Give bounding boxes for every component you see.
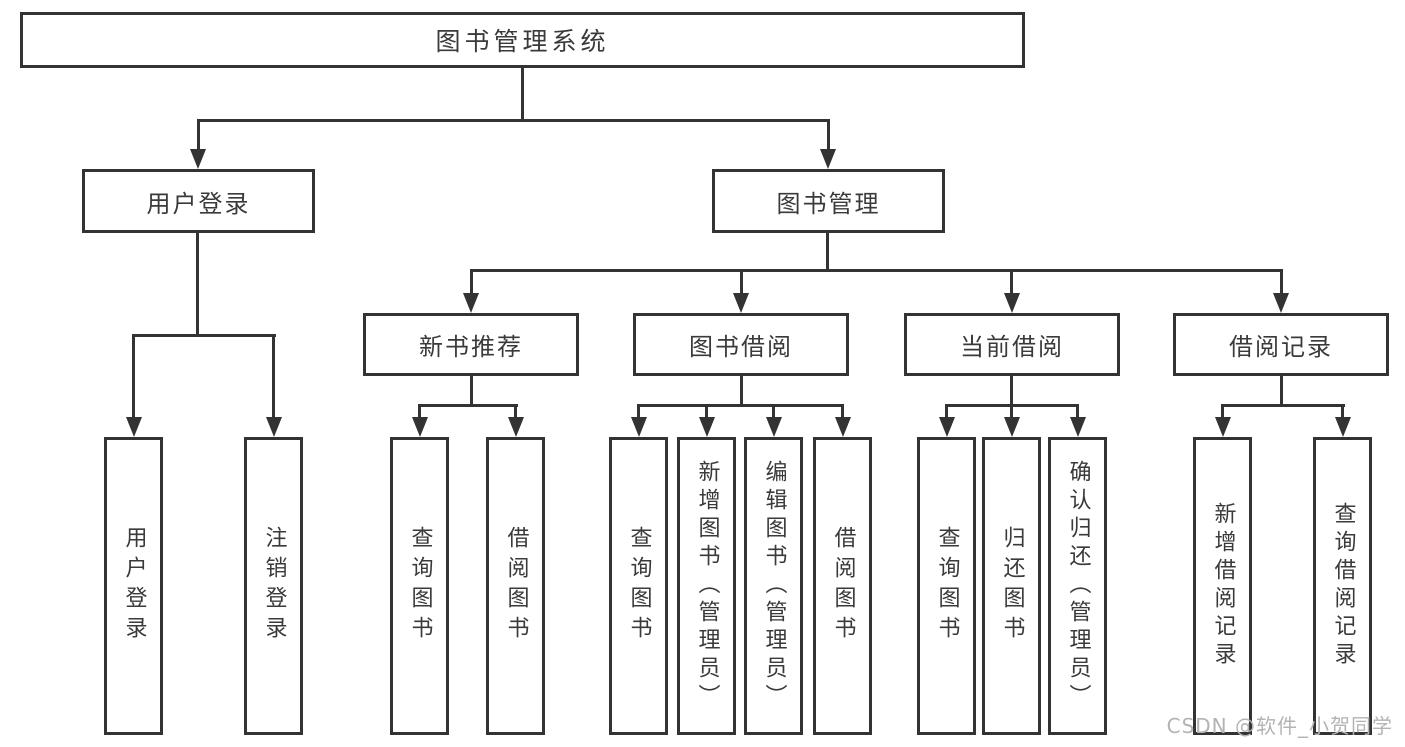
node-new-book-recommend: 新书推荐: [363, 313, 579, 376]
connector-line: [132, 334, 135, 419]
connector-line: [1221, 404, 1224, 418]
connector-line: [841, 404, 844, 418]
connector-line: [637, 404, 844, 407]
arrow-head: [1335, 417, 1351, 437]
leaf-user-login: 用户登录: [104, 437, 163, 735]
node-borrow-records: 借阅记录: [1173, 313, 1389, 376]
leaf-current-confirm-return-admin: 确认归还（管理员）: [1048, 437, 1107, 735]
connector-line: [1341, 404, 1344, 418]
node-user-login: 用户登录: [82, 169, 315, 233]
leaf-records-query-record: 查询借阅记录: [1313, 437, 1372, 735]
arrow-head: [1070, 417, 1086, 437]
connector-line: [772, 404, 775, 418]
arrow-head: [508, 417, 524, 437]
arrow-head: [733, 293, 749, 313]
node-book-borrow: 图书借阅: [633, 313, 849, 376]
leaf-borrow-query-books: 查询图书: [609, 437, 668, 735]
arrow-head: [190, 149, 206, 169]
watermark-text: CSDN @软件_小贺同学: [1166, 714, 1393, 738]
connector-line: [514, 404, 517, 418]
arrow-head: [699, 417, 715, 437]
connector-line: [470, 269, 1283, 272]
connector-line: [827, 119, 830, 151]
connector-line: [197, 119, 200, 151]
leaf-logout: 注销登录: [244, 437, 303, 735]
arrow-head: [1004, 293, 1020, 313]
leaf-records-add-record: 新增借阅记录: [1193, 437, 1252, 735]
connector-line: [418, 404, 518, 407]
connector-line: [272, 334, 275, 419]
connector-line: [705, 404, 708, 418]
connector-line: [945, 404, 948, 418]
leaf-current-return-books: 归还图书: [982, 437, 1041, 735]
connector-line: [740, 376, 743, 406]
connector-line: [740, 269, 743, 295]
connector-line: [470, 376, 473, 406]
leaf-borrow-add-books-admin: 新增图书（管理员）: [677, 437, 736, 735]
arrow-head: [939, 417, 955, 437]
node-book-management: 图书管理: [712, 169, 945, 233]
leaf-borrow-edit-books-admin: 编辑图书（管理员）: [744, 437, 803, 735]
arrow-head: [1215, 417, 1231, 437]
connector-line: [826, 233, 829, 271]
connector-line: [1010, 269, 1013, 295]
leaf-borrow-borrow-books: 借阅图书: [813, 437, 872, 735]
connector-line: [637, 404, 640, 418]
connector-line: [1076, 404, 1079, 418]
connector-line: [470, 269, 473, 295]
arrow-head: [463, 293, 479, 313]
arrow-head: [126, 417, 142, 437]
connector-line: [418, 404, 421, 418]
arrow-head: [1004, 417, 1020, 437]
leaf-current-query-books: 查询图书: [917, 437, 976, 735]
arrow-head: [766, 417, 782, 437]
connector-line: [196, 233, 199, 336]
connector-line: [1010, 376, 1013, 406]
connector-line: [521, 68, 524, 120]
connector-line: [1221, 404, 1345, 407]
arrow-head: [412, 417, 428, 437]
node-current-borrow: 当前借阅: [904, 313, 1120, 376]
node-library-system: 图书管理系统: [20, 12, 1025, 68]
arrow-head: [266, 417, 282, 437]
connector-line: [1010, 404, 1013, 418]
arrow-head: [1273, 293, 1289, 313]
connector-line: [132, 334, 276, 337]
connector-line: [197, 119, 829, 122]
arrow-head: [835, 417, 851, 437]
arrow-head: [631, 417, 647, 437]
arrow-head: [820, 149, 836, 169]
leaf-newbooks-borrow-books: 借阅图书: [486, 437, 545, 735]
leaf-newbooks-query-books: 查询图书: [390, 437, 449, 735]
connector-line: [1280, 376, 1283, 406]
connector-line: [1280, 269, 1283, 295]
